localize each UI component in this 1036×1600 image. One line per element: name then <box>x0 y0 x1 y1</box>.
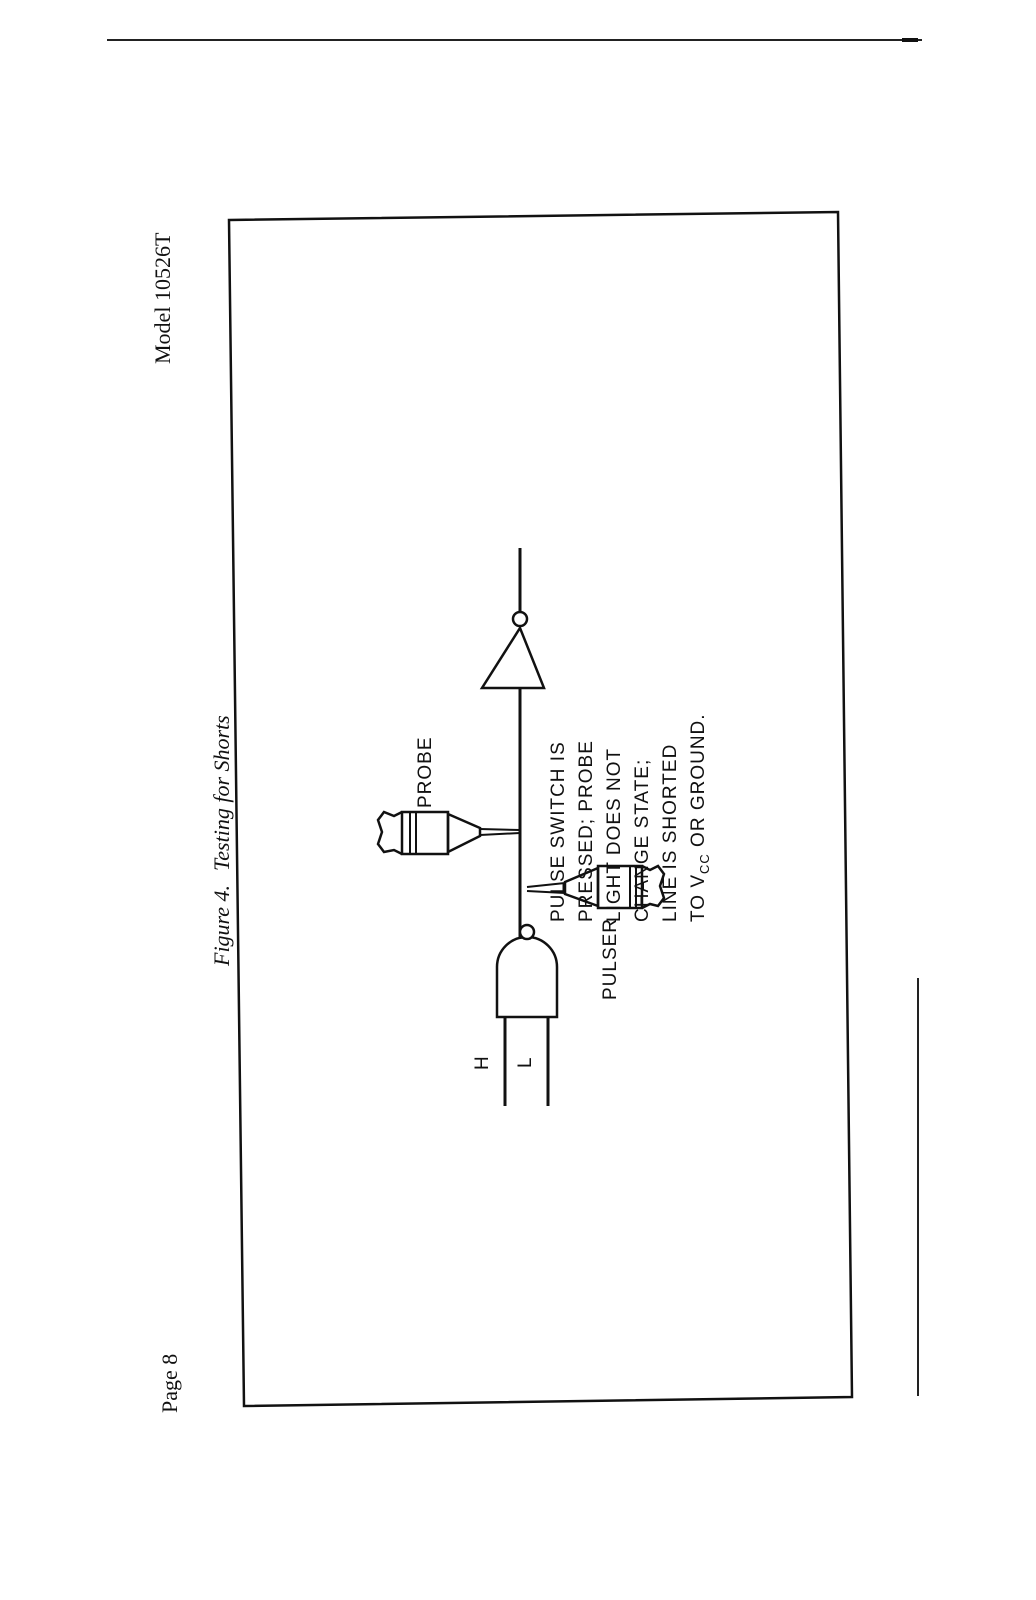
note-line: LINE IS SHORTED <box>660 743 681 922</box>
probe-label: PROBE <box>415 736 436 808</box>
note-line: PRESSED; PROBE <box>576 740 597 922</box>
note-line: TO VCC OR GROUND. <box>685 713 714 922</box>
inverter-bubble <box>511 610 529 628</box>
figure-caption: Figure 4. Testing for Shorts <box>209 715 235 966</box>
top-rule <box>107 39 922 41</box>
note-line: PULSE SWITCH IS <box>548 741 569 922</box>
note-line: CHANGE STATE; <box>632 758 653 922</box>
diagram-note: PULSE SWITCH IS PRESSED; PROBE LIGHT DOE… <box>545 713 714 922</box>
probe-tool <box>376 810 521 856</box>
note-line: LIGHT DOES NOT <box>604 747 625 922</box>
page-number: Page 8 <box>157 1353 182 1413</box>
figure-border <box>227 210 854 1408</box>
figure-title: Testing for Shorts <box>209 715 234 871</box>
figure-number: Figure 4. <box>209 884 234 966</box>
model-number: Model 10526T <box>150 232 175 364</box>
note-text: TO V <box>688 874 709 922</box>
nand-gate <box>495 935 559 1019</box>
note-subscript: CC <box>697 853 712 874</box>
pulser-tool <box>526 864 666 910</box>
nand-bubble <box>518 923 536 941</box>
top-rule-mark <box>902 38 918 42</box>
note-text: OR GROUND. <box>688 713 709 854</box>
inverter-gate <box>479 625 546 690</box>
pulser-label: PULSER <box>600 917 621 1000</box>
input-high-label: H <box>472 1055 493 1070</box>
right-margin-rule <box>917 978 919 1396</box>
input-low-label: L <box>515 1056 536 1068</box>
